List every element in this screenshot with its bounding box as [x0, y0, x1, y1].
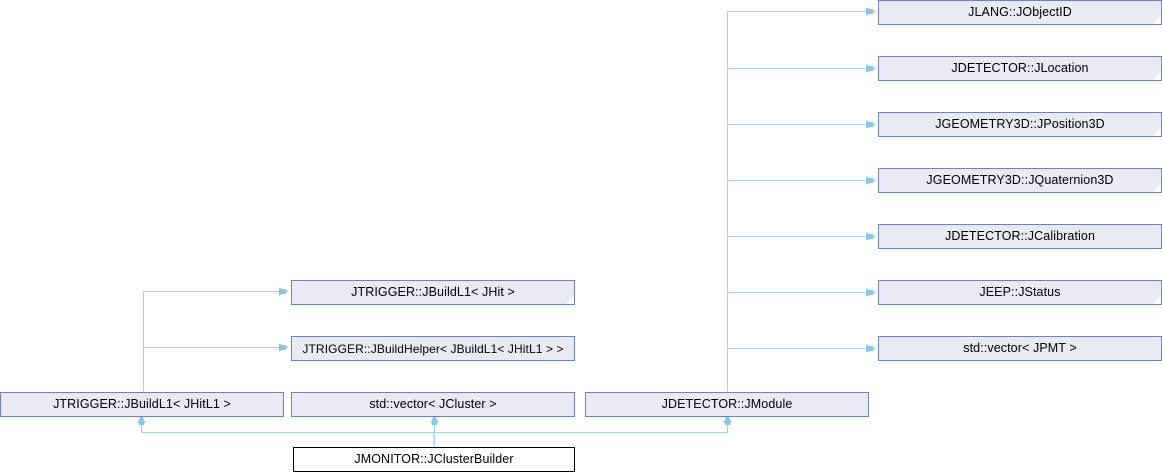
arrowtail-jcalibration: [868, 234, 873, 239]
class-node-label: JDETECTOR::JModule: [661, 397, 793, 412]
arrowhead-vectorjpmt: [866, 344, 876, 353]
arrowhead-jstatus: [866, 288, 876, 297]
class-node-label: JEEP::JStatus: [979, 285, 1061, 300]
class-node-label: JTRIGGER::JBuildL1< JHit >: [351, 285, 515, 300]
arrowtail-jstatus: [868, 290, 873, 295]
class-node-label: JLANG::JObjectID: [968, 5, 1072, 20]
class-node-label: JMONITOR::JClusterBuilder: [354, 452, 514, 467]
arrowtail-jmodule: [725, 420, 730, 425]
class-node-label: JDETECTOR::JLocation: [951, 61, 1089, 76]
arrowtail-jbuildl1jhit: [281, 289, 286, 294]
edge-jclusterbuilder-jbuildl1jhitl1: [140, 423, 435, 447]
arrowtail-jobjectid: [868, 9, 873, 14]
arrowhead-jobjectid: [866, 7, 876, 16]
arrowtail-jposition3d: [868, 122, 873, 127]
class-node-vector-jcluster[interactable]: std::vector< JCluster >: [291, 392, 575, 417]
class-node-jmodule[interactable]: JDETECTOR::JModule: [585, 392, 869, 417]
class-node-jposition3d[interactable]: JGEOMETRY3D::JPosition3D: [878, 112, 1162, 137]
arrowhead-jbuildl1jhit: [279, 287, 289, 296]
arrowtail-jquaternion3d: [868, 178, 873, 183]
class-node-label: std::vector< JCluster >: [369, 397, 497, 412]
arrowhead-jquaternion3d: [866, 176, 876, 185]
class-node-label: JTRIGGER::JBuildL1< JHitL1 >: [53, 397, 231, 412]
edge-jmodule-jobjectid: [726, 10, 866, 417]
class-node-label: std::vector< JPMT >: [963, 341, 1077, 356]
class-node-jobjectid[interactable]: JLANG::JObjectID: [878, 0, 1162, 25]
arrowtail-jbuildhelper: [281, 345, 286, 350]
edge-jclusterbuilder-jmodule: [434, 423, 729, 434]
class-node-jbuildhelper[interactable]: JTRIGGER::JBuildHelper< JBuildL1< JHitL1…: [291, 336, 575, 361]
class-node-label: JTRIGGER::JBuildHelper< JBuildL1< JHitL1…: [302, 341, 564, 356]
arrowtail-jbuildl1jhitl1: [139, 420, 144, 425]
class-node-label: JGEOMETRY3D::JPosition3D: [935, 117, 1105, 132]
class-node-label: JGEOMETRY3D::JQuaternion3D: [926, 173, 1114, 188]
class-node-jclusterbuilder-current[interactable]: JMONITOR::JClusterBuilder: [293, 447, 575, 472]
class-node-jbuildl1-jhit[interactable]: JTRIGGER::JBuildL1< JHit >: [291, 280, 575, 305]
arrowhead-jlocation: [866, 64, 876, 73]
class-node-jstatus[interactable]: JEEP::JStatus: [878, 280, 1162, 305]
class-node-vector-jpmt[interactable]: std::vector< JPMT >: [878, 336, 1162, 361]
arrowtail-jlocation: [868, 66, 873, 71]
arrowtail-vectorjpmt: [868, 346, 873, 351]
class-node-label: JDETECTOR::JCalibration: [944, 229, 1096, 244]
class-node-jcalibration[interactable]: JDETECTOR::JCalibration: [878, 224, 1162, 249]
arrowhead-jposition3d: [866, 120, 876, 129]
class-node-jquaternion3d[interactable]: JGEOMETRY3D::JQuaternion3D: [878, 168, 1162, 193]
class-node-jlocation[interactable]: JDETECTOR::JLocation: [878, 56, 1162, 81]
arrowhead-jcalibration: [866, 232, 876, 241]
class-node-jbuildl1-jhitl1[interactable]: JTRIGGER::JBuildL1< JHitL1 >: [0, 392, 284, 417]
arrowtail-vectorjcluster: [432, 420, 437, 425]
arrowhead-jbuildhelper: [279, 343, 289, 352]
